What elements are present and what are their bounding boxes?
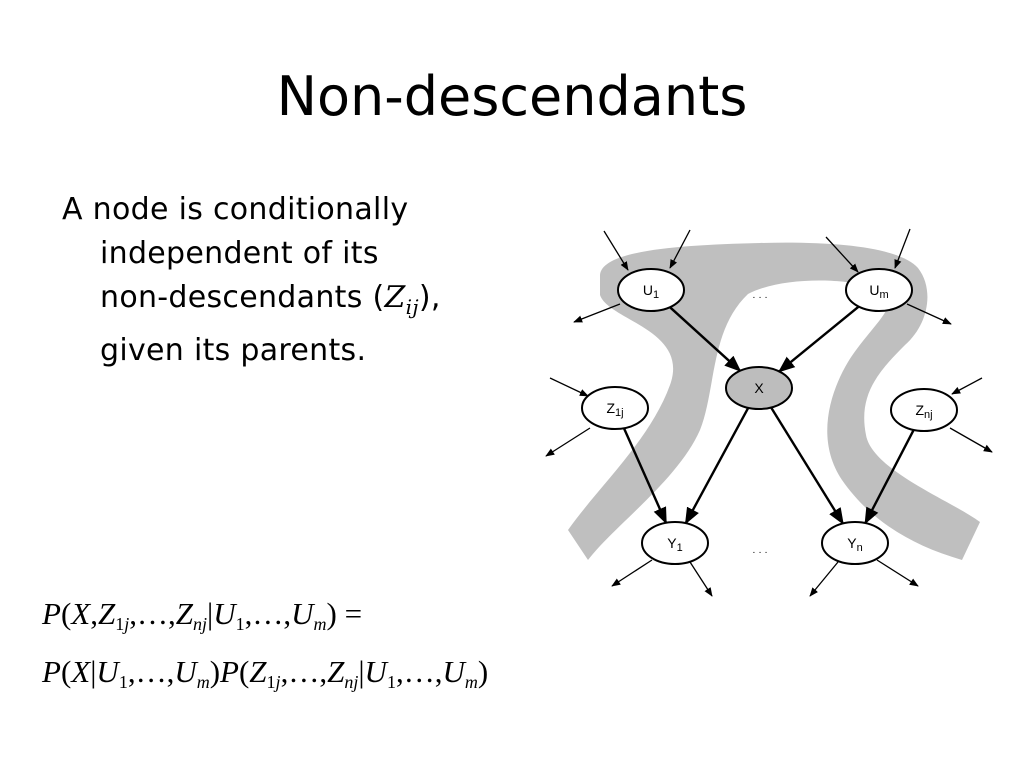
node-znj: Znj	[890, 388, 958, 432]
edge-Znj-Yn	[864, 429, 915, 525]
node-x: X	[725, 366, 793, 410]
equals-sign: =	[344, 596, 363, 631]
dangling-arrow	[669, 229, 691, 269]
z-ij-symbol: Zij	[384, 280, 419, 319]
dangling-arrow	[573, 303, 621, 323]
dangling-arrow	[949, 427, 993, 453]
dangling-arrow	[549, 377, 589, 397]
edges-layer	[545, 228, 993, 597]
node-yn: Yn	[821, 521, 889, 565]
node-um: Um	[845, 268, 913, 312]
body-line-1: A node is conditionally	[62, 192, 409, 227]
equation-lhs: P(X,Z1j,…,Znj|U1,…,Um)	[42, 596, 337, 634]
edge-Um-X	[777, 305, 860, 373]
dangling-arrow	[603, 230, 629, 271]
ellipsis-top: · · ·	[752, 292, 768, 303]
node-u1: U1	[617, 268, 685, 312]
equation-line-2: P(X|U1,…,Um)P(Z1j,…,Znj|U1,…,Um)	[42, 654, 489, 692]
slide-title: Non-descendants	[276, 65, 748, 128]
dangling-arrow	[906, 303, 952, 325]
node-label: X	[754, 380, 764, 396]
equation-line-1: P(X,Z1j,…,Znj|U1,…,Um) =	[42, 596, 363, 634]
dangling-arrow	[894, 228, 911, 269]
body-line-3-text: non-descendants (	[100, 280, 385, 315]
edge-U1-X	[669, 306, 742, 372]
body-line-3-end: ),	[418, 280, 441, 315]
equation-factor-1: P(X|U1,…,Um)	[42, 654, 221, 692]
body-text: A node is conditionally independent of i…	[62, 188, 532, 373]
edge-X-Y1	[684, 407, 750, 525]
equation-factor-2: P(Z1j,…,Znj|U1,…,Um)	[220, 654, 489, 692]
edge-Z1j-Y1	[622, 427, 668, 525]
body-line-4: given its parents.	[100, 333, 367, 368]
body-line-2: independent of its	[100, 236, 379, 271]
dangling-arrow	[689, 561, 713, 597]
ellipsis-bottom: · · ·	[752, 547, 768, 558]
dangling-arrow	[809, 561, 839, 597]
body-line-3: non-descendants (Zij),	[62, 276, 532, 329]
dangling-arrow	[951, 377, 983, 395]
node-z1j: Z1j	[581, 386, 649, 430]
dangling-arrow	[611, 559, 653, 587]
dangling-arrow	[825, 236, 859, 273]
edge-X-Yn	[770, 406, 844, 525]
node-y1: Y1	[641, 521, 709, 565]
dangling-arrow	[545, 427, 591, 457]
non-descendant-region	[568, 242, 980, 560]
dangling-arrow	[876, 559, 919, 587]
